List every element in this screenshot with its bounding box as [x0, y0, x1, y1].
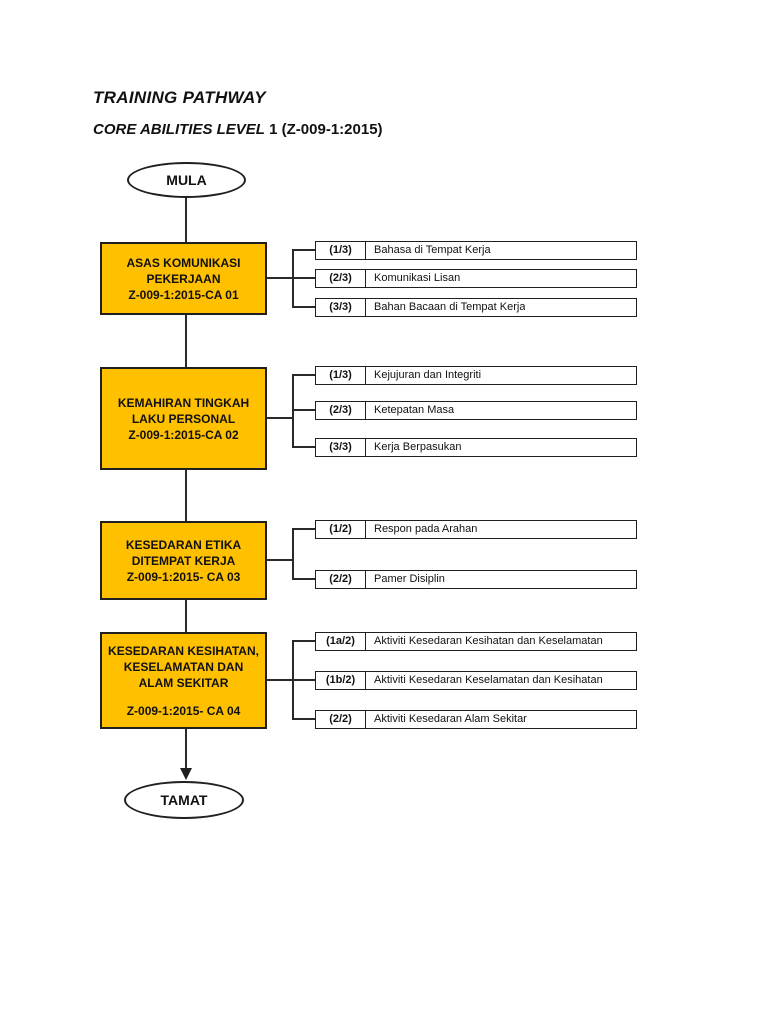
- unit-row: (1b/2) Aktiviti Kesedaran Keselamatan da…: [315, 671, 637, 690]
- process-box: KESEDARAN KESIHATAN, KESELAMATAN DAN ALA…: [100, 632, 267, 729]
- connector-line: [185, 600, 187, 632]
- unit-ratio: (1b/2): [316, 672, 366, 689]
- connector-line: [292, 578, 315, 580]
- process-box: ASAS KOMUNIKASI PEKERJAAN Z-009-1:2015-C…: [100, 242, 267, 315]
- connector-line: [292, 640, 315, 642]
- unit-title: Aktiviti Kesedaran Kesihatan dan Keselam…: [374, 636, 603, 647]
- unit-row: (1/3) Kejujuran dan Integriti: [315, 366, 637, 385]
- unit-title: Pamer Disiplin: [374, 574, 445, 585]
- connector-line: [292, 250, 294, 308]
- connector-line: [267, 417, 294, 419]
- unit-title: Respon pada Arahan: [374, 524, 478, 535]
- arrow-down-icon: [180, 768, 192, 780]
- unit-ratio: (2/2): [316, 571, 366, 588]
- unit-row: (3/3) Kerja Berpasukan: [315, 438, 637, 457]
- unit-title: Ketepatan Masa: [374, 405, 455, 416]
- end-node-label: TAMAT: [160, 792, 208, 808]
- process-box-code: Z-009-1:2015- CA 03: [126, 569, 241, 584]
- process-box-code: Z-009-1:2015- CA 04: [126, 703, 241, 718]
- start-node-label: MULA: [166, 172, 207, 188]
- unit-ratio: (2/3): [316, 402, 366, 419]
- unit-title: Kerja Berpasukan: [374, 442, 462, 453]
- connector-line: [292, 375, 294, 448]
- connector-line: [267, 277, 294, 279]
- page-title: TRAINING PATHWAY: [93, 88, 266, 107]
- unit-row: (2/3) Komunikasi Lisan: [315, 269, 637, 288]
- unit-ratio: (2/3): [316, 270, 366, 287]
- connector-line: [292, 374, 315, 376]
- unit-ratio: (2/2): [316, 711, 366, 728]
- connector-line: [185, 729, 187, 769]
- process-box-title: KEMAHIRAN TINGKAH LAKU PERSONAL: [117, 395, 250, 426]
- unit-title: Aktiviti Kesedaran Keselamatan dan Kesih…: [374, 675, 603, 686]
- connector-line: [185, 198, 187, 242]
- unit-row: (3/3) Bahan Bacaan di Tempat Kerja: [315, 298, 637, 317]
- process-box-title: KESEDARAN ETIKA DITEMPAT KERJA: [125, 537, 242, 568]
- unit-ratio: (3/3): [316, 439, 366, 456]
- page-subtitle: CORE ABILITIES LEVEL 1 (Z-009-1:2015): [93, 121, 383, 138]
- unit-title: Aktiviti Kesedaran Alam Sekitar: [374, 714, 527, 725]
- process-box-code: Z-009-1:2015-CA 01: [128, 287, 239, 302]
- unit-row: (1/3) Bahasa di Tempat Kerja: [315, 241, 637, 260]
- unit-ratio: (3/3): [316, 299, 366, 316]
- unit-title: Bahasa di Tempat Kerja: [374, 245, 491, 256]
- connector-line: [292, 446, 315, 448]
- unit-title: Bahan Bacaan di Tempat Kerja: [374, 302, 526, 313]
- process-box: KESEDARAN ETIKA DITEMPAT KERJA Z-009-1:2…: [100, 521, 267, 600]
- connector-line: [267, 559, 294, 561]
- unit-title: Kejujuran dan Integriti: [374, 370, 482, 381]
- connector-line: [292, 528, 315, 530]
- page-subtitle-code: 1 (Z-009-1:2015): [269, 121, 383, 138]
- connector-line: [267, 679, 294, 681]
- process-box-title: ASAS KOMUNIKASI PEKERJAAN: [126, 255, 241, 286]
- unit-ratio: (1/3): [316, 367, 366, 384]
- unit-row: (2/3) Ketepatan Masa: [315, 401, 637, 420]
- unit-ratio: (1a/2): [316, 633, 366, 650]
- process-box-title: KESEDARAN KESIHATAN, KESELAMATAN DAN ALA…: [108, 643, 259, 690]
- end-node: TAMAT: [124, 781, 244, 819]
- connector-line: [292, 306, 315, 308]
- unit-title: Komunikasi Lisan: [374, 273, 461, 284]
- unit-row: (2/2) Aktiviti Kesedaran Alam Sekitar: [315, 710, 637, 729]
- connector-line: [292, 529, 294, 580]
- connector-line: [292, 409, 315, 411]
- connector-line: [185, 470, 187, 521]
- connector-line: [292, 679, 315, 681]
- unit-row: (1/2) Respon pada Arahan: [315, 520, 637, 539]
- unit-row: (1a/2) Aktiviti Kesedaran Kesihatan dan …: [315, 632, 637, 651]
- start-node: MULA: [127, 162, 246, 198]
- unit-ratio: (1/2): [316, 521, 366, 538]
- unit-ratio: (1/3): [316, 242, 366, 259]
- connector-line: [292, 277, 315, 279]
- connector-line: [292, 718, 315, 720]
- process-box-code: Z-009-1:2015-CA 02: [128, 427, 239, 442]
- unit-row: (2/2) Pamer Disiplin: [315, 570, 637, 589]
- process-box: KEMAHIRAN TINGKAH LAKU PERSONAL Z-009-1:…: [100, 367, 267, 470]
- page-subtitle-core: CORE ABILITIES LEVEL: [93, 121, 265, 138]
- connector-line: [292, 249, 315, 251]
- connector-line: [185, 315, 187, 367]
